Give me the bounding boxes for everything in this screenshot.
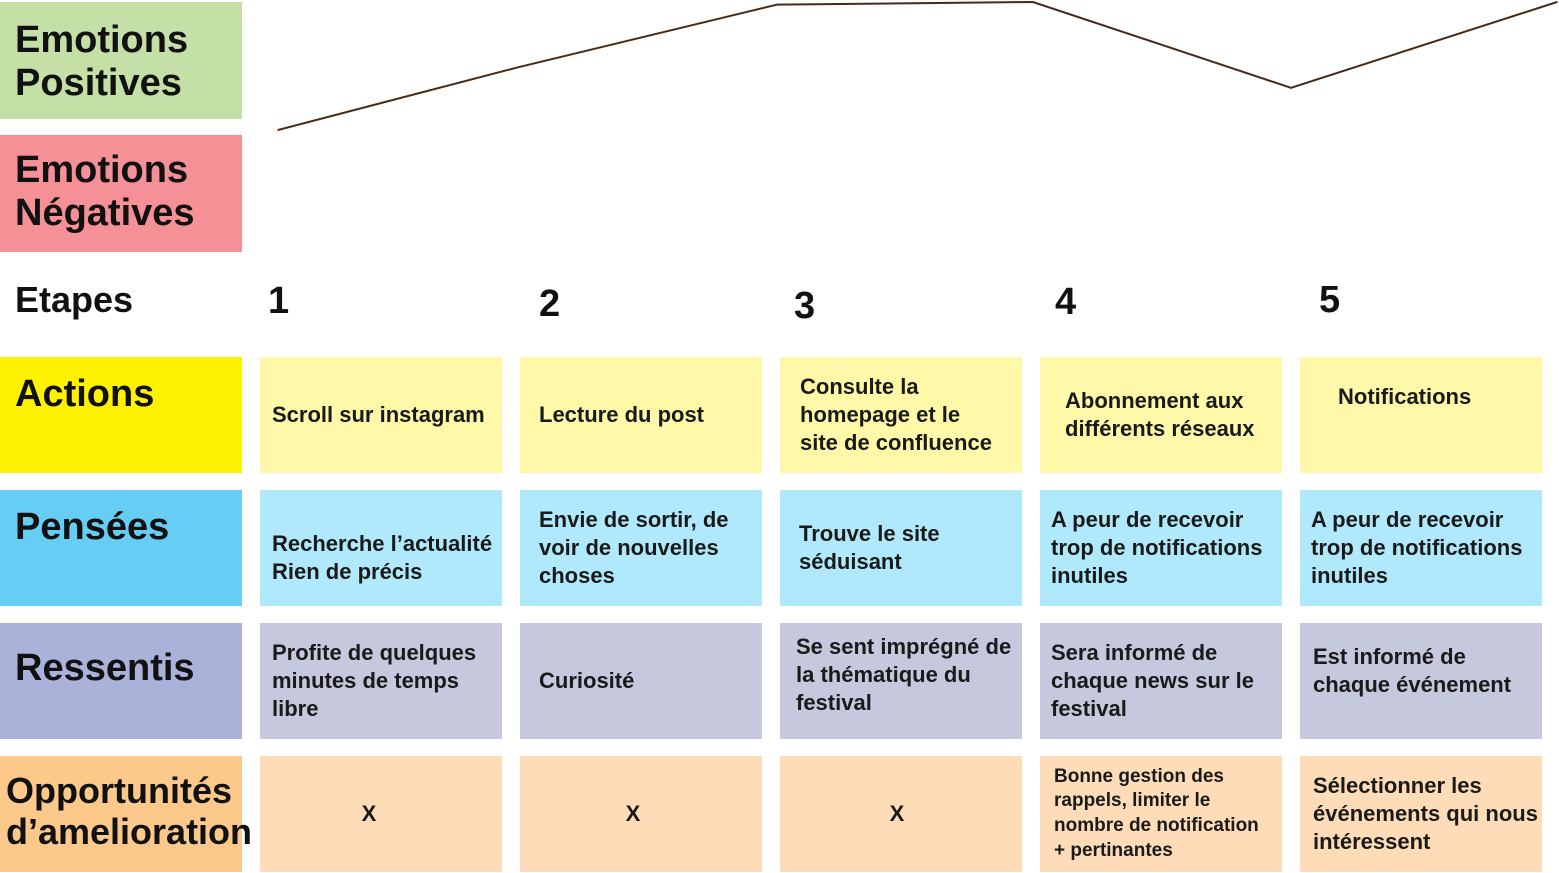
- ressenti-cell-2: Curiosité: [520, 623, 762, 739]
- step-number-5: 5: [1319, 279, 1341, 321]
- opportunite-cell-5: Sélectionner les événements qui nous int…: [1300, 756, 1542, 872]
- pensee-cell-4: A peur de recevoir trop de notifications…: [1040, 490, 1282, 606]
- ressenti-cell-3: Se sent imprégné de la thématique du fes…: [780, 623, 1022, 739]
- ressenti-text-1: Profite de quelques minutes de temps lib…: [272, 640, 477, 721]
- emotion-point-2: [517, 66, 519, 69]
- emotion-point-1: [277, 129, 279, 131]
- action-cell-1: Scroll sur instagram: [260, 357, 502, 473]
- ressenti-text-4: Sera informé de chaque news sur le festi…: [1051, 640, 1254, 721]
- opportunite-text-3: X: [889, 801, 905, 827]
- action-cell-5: Notifications: [1300, 357, 1542, 473]
- action-text-5: Notifications: [1338, 384, 1472, 409]
- emotion-point-5: [1290, 87, 1292, 89]
- emotion-point-3: [776, 3, 778, 6]
- emotion-point-4: [1032, 1, 1034, 3]
- pensee-cell-5: A peur de recevoir trop de notifications…: [1300, 490, 1542, 606]
- pensee-text-3: Trouve le site séduisant: [799, 521, 940, 574]
- emotion-point-6: [1556, 1, 1558, 3]
- pensee-text-1: Recherche l’actualité Rien de précis: [272, 531, 493, 585]
- step-number-2: 2: [539, 283, 561, 325]
- action-text-3: Consulte la homepage et le site de confl…: [800, 374, 992, 455]
- opportunite-cell-2: X: [520, 756, 762, 872]
- ressenti-text-3: Se sent imprégné de la thématique du fes…: [796, 634, 1012, 715]
- emotions-positives-label: Emotions Positives: [0, 2, 242, 119]
- action-text-4: Abonnement aux différents réseaux: [1065, 388, 1255, 441]
- action-cell-4: Abonnement aux différents réseaux: [1040, 357, 1282, 473]
- emotion-curve-chart: [277, 0, 1558, 131]
- opportunite-text-5: Sélectionner les événements qui nous int…: [1313, 773, 1538, 854]
- opportunite-text-1: X: [361, 801, 377, 827]
- action-cell-3: Consulte la homepage et le site de confl…: [780, 357, 1022, 473]
- step-number-1: 1: [268, 280, 290, 322]
- pensee-text-4: A peur de recevoir trop de notifications…: [1051, 507, 1263, 588]
- action-text-2: Lecture du post: [539, 402, 705, 428]
- etapes-label: Etapes: [15, 279, 134, 320]
- step-number-4: 4: [1055, 281, 1077, 323]
- emotion-curve-line: [277, 0, 1558, 131]
- opportunites-label: Opportunités d’amelioration: [0, 756, 252, 872]
- ressenti-text-2: Curiosité: [539, 668, 635, 694]
- ressenti-cell-1: Profite de quelques minutes de temps lib…: [260, 623, 502, 739]
- ressenti-cell-4: Sera informé de chaque news sur le festi…: [1040, 623, 1282, 739]
- ressenti-text-5: Est informé de chaque événement: [1313, 644, 1512, 697]
- opportunite-cell-4: Bonne gestion des rappels, limiter le no…: [1040, 756, 1282, 872]
- step-number-3: 3: [794, 285, 816, 327]
- opportunite-cell-1: X: [260, 756, 502, 872]
- action-text-1: Scroll sur instagram: [272, 402, 485, 428]
- pensee-text-2: Envie de sortir, de voir de nouvelles ch…: [539, 507, 729, 588]
- opportunite-text-4: Bonne gestion des rappels, limiter le no…: [1054, 765, 1259, 861]
- pensees-label: Pensées: [0, 490, 242, 606]
- ressentis-label: Ressentis: [0, 623, 242, 739]
- opportunite-text-2: X: [625, 801, 641, 827]
- ressenti-cell-5: Est informé de chaque événement: [1300, 623, 1542, 739]
- pensee-cell-2: Envie de sortir, de voir de nouvelles ch…: [520, 490, 762, 606]
- action-cell-2: Lecture du post: [520, 357, 762, 473]
- pensee-cell-1: Recherche l’actualité Rien de précis: [260, 490, 502, 606]
- emotions-negatives-label: Emotions Négatives: [0, 135, 242, 252]
- opportunite-cell-3: X: [780, 756, 1022, 872]
- pensee-text-5: A peur de recevoir trop de notifications…: [1311, 507, 1523, 588]
- pensee-cell-3: Trouve le site séduisant: [780, 490, 1022, 606]
- actions-label: Actions: [0, 357, 242, 473]
